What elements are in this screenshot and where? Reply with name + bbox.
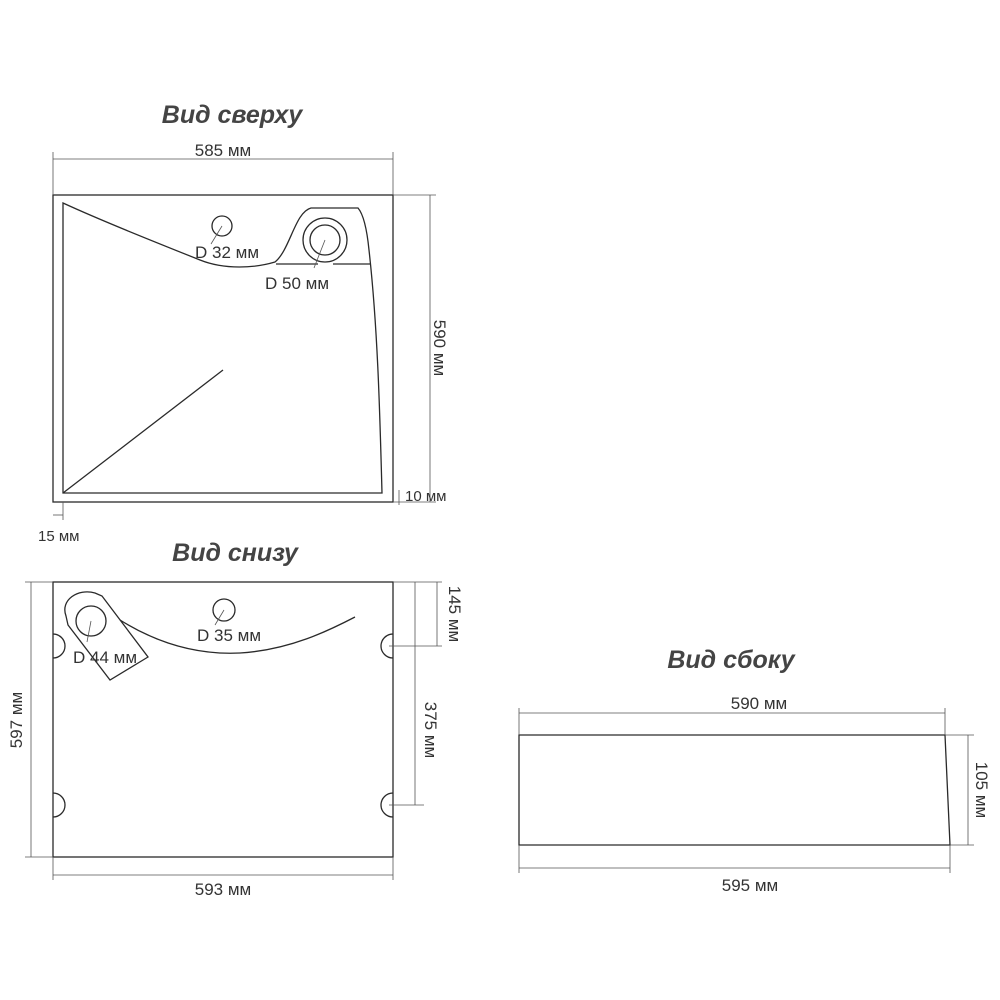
bottom-view-mount-spacing-label: 375 мм xyxy=(421,702,440,758)
top-view-title: Вид сверху xyxy=(162,101,304,129)
side-view-height-label: 105 мм xyxy=(972,762,991,818)
bottom-view-width-label: 593 мм xyxy=(195,880,251,899)
mount-bracket-icon xyxy=(52,633,66,659)
bottom-view-bowl-curve xyxy=(119,616,356,654)
mount-bracket-icon xyxy=(52,792,66,818)
bottom-view-outline xyxy=(52,581,394,858)
bottom-view-hole-drain xyxy=(75,605,107,637)
top-view: Вид сверху D 32 мм D 50 мм 585 мм 590 мм… xyxy=(38,101,449,545)
side-view-title: Вид сбоку xyxy=(667,646,795,674)
top-view-slope-line xyxy=(62,369,224,494)
side-view: Вид сбоку 590 мм 595 мм 105 мм xyxy=(518,646,991,895)
bottom-view: Вид снизу D 44 мм D 35 мм 597 мм 593 мм … xyxy=(7,539,464,899)
top-view-front-offset-label: 10 мм xyxy=(405,488,446,505)
mount-bracket-icon xyxy=(380,792,394,818)
bottom-view-title: Вид снизу xyxy=(172,539,299,567)
bottom-view-drain-bracket xyxy=(64,591,149,681)
mount-bracket-icon xyxy=(380,633,394,659)
bottom-view-depth-label: 597 мм xyxy=(7,692,26,748)
top-view-side-offset-label: 15 мм xyxy=(38,528,79,545)
side-view-top-length-label: 590 мм xyxy=(731,694,787,713)
bottom-view-hole-small xyxy=(212,598,236,622)
bottom-view-hole-drain-label: D 44 мм xyxy=(73,648,137,667)
top-view-hole-small-label: D 32 мм xyxy=(195,243,259,262)
bottom-view-hole-small-label: D 35 мм xyxy=(197,626,261,645)
side-view-bottom-length-label: 595 мм xyxy=(722,876,778,895)
top-view-outline xyxy=(52,194,394,503)
top-view-hole-large xyxy=(309,224,341,256)
top-view-drain-ring xyxy=(302,217,348,263)
bottom-view-mount-offset-label: 145 мм xyxy=(445,586,464,642)
side-view-outline xyxy=(518,734,951,846)
top-view-depth-label: 590 мм xyxy=(430,320,449,376)
top-view-bowl xyxy=(62,201,383,494)
top-view-hole-large-label: D 50 мм xyxy=(265,274,329,293)
top-view-hole-small xyxy=(211,215,233,237)
top-view-width-label: 585 мм xyxy=(195,141,251,160)
